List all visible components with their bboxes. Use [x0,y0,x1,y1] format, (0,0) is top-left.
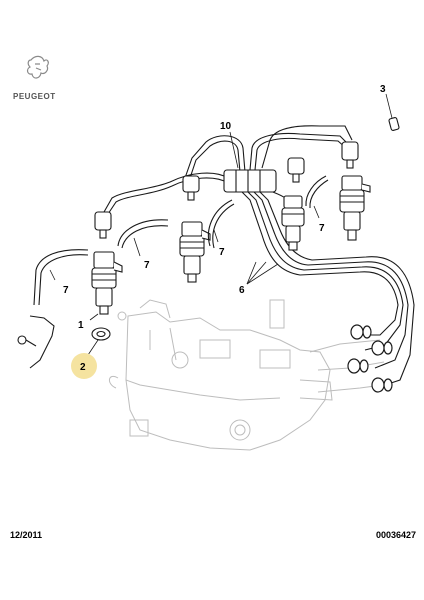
footer-date: 12/2011 [10,530,43,540]
footer-reference: 00036427 [375,530,416,540]
callout-10: 10 [220,121,232,132]
brand-name: PEUGEOT [13,92,56,101]
injection-pump [109,299,391,451]
injector-assembly-right [281,195,305,251]
callout-3: 3 [380,84,386,95]
leader-lines [49,93,393,356]
injector-left [94,211,112,239]
injector-assembly-center [179,221,211,283]
lion-icon [26,55,49,79]
pump-outlet-unions [347,324,393,393]
plug-item-3 [388,117,400,131]
injector-right-top [287,157,305,183]
injector-far-right-top [341,141,359,169]
return-fitting [17,315,55,369]
injector-assembly-far-right [339,175,371,241]
callout-7: 7 [219,247,225,258]
pipe-clamp [223,169,277,193]
callout-7: 7 [63,285,69,296]
injector-assembly-1 [91,251,123,315]
seal-washer [91,327,111,341]
callout-2: 2 [80,362,86,373]
callout-7: 7 [144,260,150,271]
callout-7: 7 [319,223,325,234]
callout-6: 6 [239,285,245,296]
injector-center-top [182,175,200,201]
callout-1: 1 [78,320,84,331]
highlight-circle [71,353,97,379]
leak-off-hoses [33,175,329,306]
